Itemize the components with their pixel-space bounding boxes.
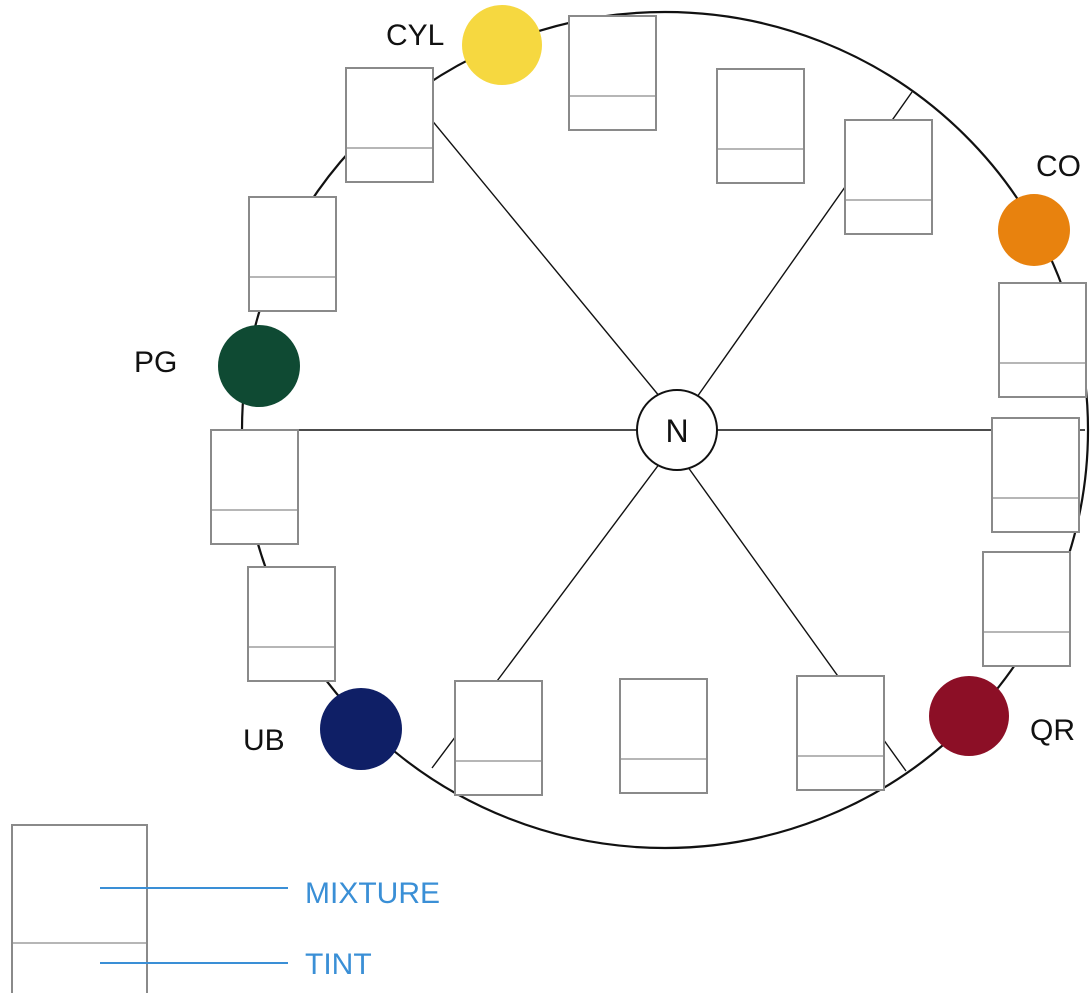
pigment-label-co: CO: [1036, 150, 1081, 183]
pigment-label-pg: PG: [134, 346, 177, 379]
center-label: N: [665, 413, 688, 449]
pigment-label-ub: UB: [243, 724, 285, 757]
swatch-box: [982, 551, 1071, 667]
center-neutral-circle: [636, 389, 718, 471]
swatch-box: [248, 196, 337, 312]
swatch-box: [454, 680, 543, 796]
swatch-box: [210, 429, 299, 545]
swatch-box: [345, 67, 434, 183]
spoke-upper-left: [429, 117, 661, 398]
swatch-box: [716, 68, 805, 184]
swatch-box: [619, 678, 708, 794]
swatch-boxes: [210, 15, 1087, 796]
swatch-box: [247, 566, 336, 682]
pigment-swatches: [218, 5, 1070, 770]
legend-tint-label: TINT: [305, 948, 372, 981]
pigment-label-cyl: CYL: [386, 19, 444, 52]
pigment-swatch-cyl: [462, 5, 542, 85]
legend-mixture-label: MIXTURE: [305, 877, 440, 910]
pigment-swatch-ub: [320, 688, 402, 770]
swatch-box: [991, 417, 1080, 533]
legend: MIXTURE TINT: [11, 824, 440, 993]
legend-swatch-box: [11, 824, 148, 993]
swatch-box: [844, 119, 933, 235]
pigment-swatch-pg: [218, 325, 300, 407]
pigment-label-qr: QR: [1030, 714, 1075, 747]
swatch-box: [568, 15, 657, 131]
swatch-box: [796, 675, 885, 791]
pigment-swatch-co: [998, 194, 1070, 266]
pigment-swatch-qr: [929, 676, 1009, 756]
swatch-box: [998, 282, 1087, 398]
